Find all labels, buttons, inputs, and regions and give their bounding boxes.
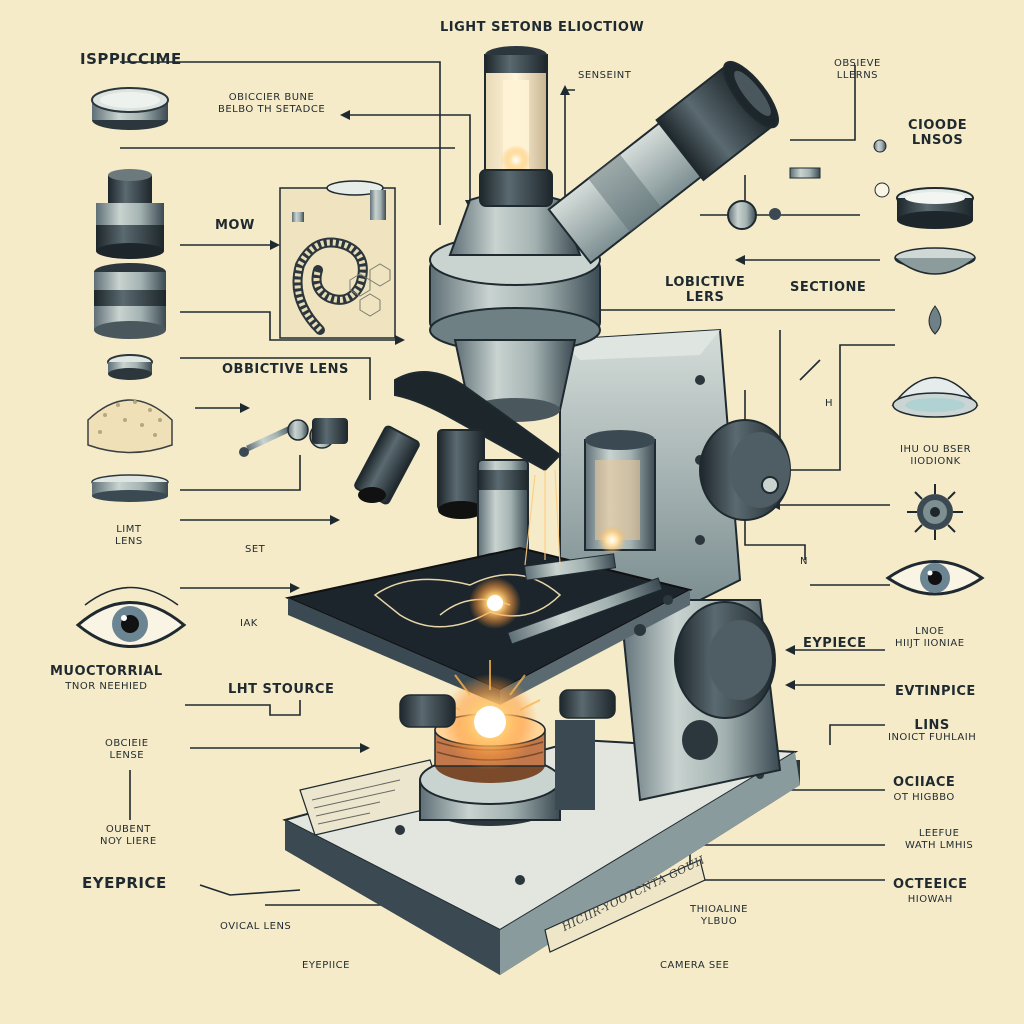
- label-ociiace-line2: OT HIGBBO: [893, 792, 955, 803]
- label-muoctorrial-line2: TNOR NEEHIED: [65, 681, 148, 692]
- label-obsieve: OBSIEVE LLERNS: [834, 58, 881, 82]
- label-objective-bune: OBICCIER BUNE BELBO TH SETADCE: [218, 92, 325, 116]
- label-mow: MOW: [215, 218, 255, 233]
- label-oubent-line2: NOY LIERE: [100, 836, 157, 847]
- label-cioode-line2: LNSOS: [911, 133, 964, 148]
- label-thioaline: THIOALINE YLBUO: [690, 904, 748, 928]
- label-oubent-line1: OUBENT: [105, 824, 151, 835]
- label-ihu-osber-line2: IIODIONK: [910, 456, 961, 467]
- label-lins-line2: INOICT FUHLAIH: [888, 732, 977, 743]
- label-octeeice-line1: OCTEEICE: [893, 877, 968, 892]
- label-ispp: ISPPICCIME: [80, 50, 182, 68]
- label-lins: LINS INOICT FUHLAIH: [888, 718, 977, 744]
- label-lobictive-line2: LERS: [685, 290, 725, 305]
- label-ihu-osber: IHU OU BSER IIODIONK: [900, 444, 971, 468]
- label-obcieie-line1: OBCIEIE: [105, 738, 149, 749]
- label-muoctorrial: MUOCTORRIAL TNOR NEEHIED: [50, 664, 163, 694]
- label-lobictive: LOBICTIVE LERS: [665, 275, 745, 305]
- microscope: [282, 46, 800, 975]
- label-eyepiice: EYEPIICE: [302, 960, 350, 971]
- label-obcieie: OBCIEIE LENSE: [105, 738, 149, 762]
- label-ihu-osber-line1: IHU OU BSER: [900, 444, 972, 455]
- label-sectione: SECTIONE: [790, 280, 867, 295]
- label-leefue-line2: WATH LMHIS: [905, 840, 974, 851]
- label-limt-line1: LIMT: [116, 524, 142, 535]
- label-obsieve-line1: OBSIEVE: [834, 58, 881, 69]
- label-set: SET: [245, 544, 266, 555]
- label-oubent: OUBENT NOY LIERE: [100, 824, 157, 848]
- label-lobictive-line1: LOBICTIVE: [665, 275, 746, 290]
- label-evtinpice: EVTINPICE: [895, 684, 976, 699]
- label-objective-lens-left: OBBICTIVE LENS: [222, 362, 349, 377]
- label-octeeice: OCTEEICE HIOWAH: [893, 877, 967, 907]
- label-h-mark: H: [825, 398, 834, 409]
- specimen-panel: [279, 180, 396, 339]
- label-ovical-lens: OVICAL LENS: [220, 921, 292, 932]
- label-iak: IAK: [240, 618, 258, 629]
- label-thioaline-line2: YLBUO: [700, 916, 738, 927]
- label-cioode: CIOODE LNSOS: [908, 118, 967, 148]
- label-octeeice-line2: HIOWAH: [907, 894, 953, 905]
- label-obcieie-line2: LENSE: [109, 750, 145, 761]
- label-leefue-line1: LEEFUE: [918, 828, 960, 839]
- label-eyeprice: EYEPRICE: [82, 874, 167, 892]
- label-lnoe: LNOE HIIJT IIONIAE: [895, 626, 965, 650]
- label-ociiace-line1: OCIIACE: [893, 775, 956, 790]
- label-limt-line2: LENS: [115, 536, 143, 547]
- label-cioode-line1: CIOODE: [908, 118, 968, 133]
- label-objective-bune-line2: BELBO TH SETADCE: [218, 104, 326, 115]
- label-light-source: LHT STOURCE: [228, 682, 335, 697]
- probe-tool: [239, 418, 348, 457]
- label-objective-bune-line1: OBICCIER BUNE: [228, 92, 315, 103]
- label-lnoe-line2: HIIJT IIONIAE: [895, 638, 965, 649]
- label-top-title: LIGHT SETONB ELIOCTIOW: [440, 20, 645, 35]
- label-n-mark: N: [800, 556, 808, 567]
- label-eypiece: EYPIECE: [803, 636, 867, 651]
- component-icons-right: [727, 139, 985, 596]
- label-leefue: LEEFUE WATH LMHIS: [905, 828, 973, 852]
- label-camera-see: CAMERA SEE: [660, 960, 730, 971]
- label-lnoe-line1: LNOE: [915, 626, 945, 637]
- label-ociiace: OCIIACE OT HIGBBO: [893, 775, 955, 805]
- label-lins-line1: LINS: [914, 718, 950, 733]
- leader-lines: [120, 61, 895, 906]
- label-sensent: SENSEINT: [578, 70, 632, 81]
- component-icons-left: [75, 87, 187, 648]
- label-limt-lens: LIMT LENS: [115, 524, 143, 548]
- label-thioaline-line1: THIOALINE: [690, 904, 748, 915]
- label-obsieve-line2: LLERNS: [836, 70, 879, 81]
- label-muoctorrial-line1: MUOCTORRIAL: [50, 664, 163, 679]
